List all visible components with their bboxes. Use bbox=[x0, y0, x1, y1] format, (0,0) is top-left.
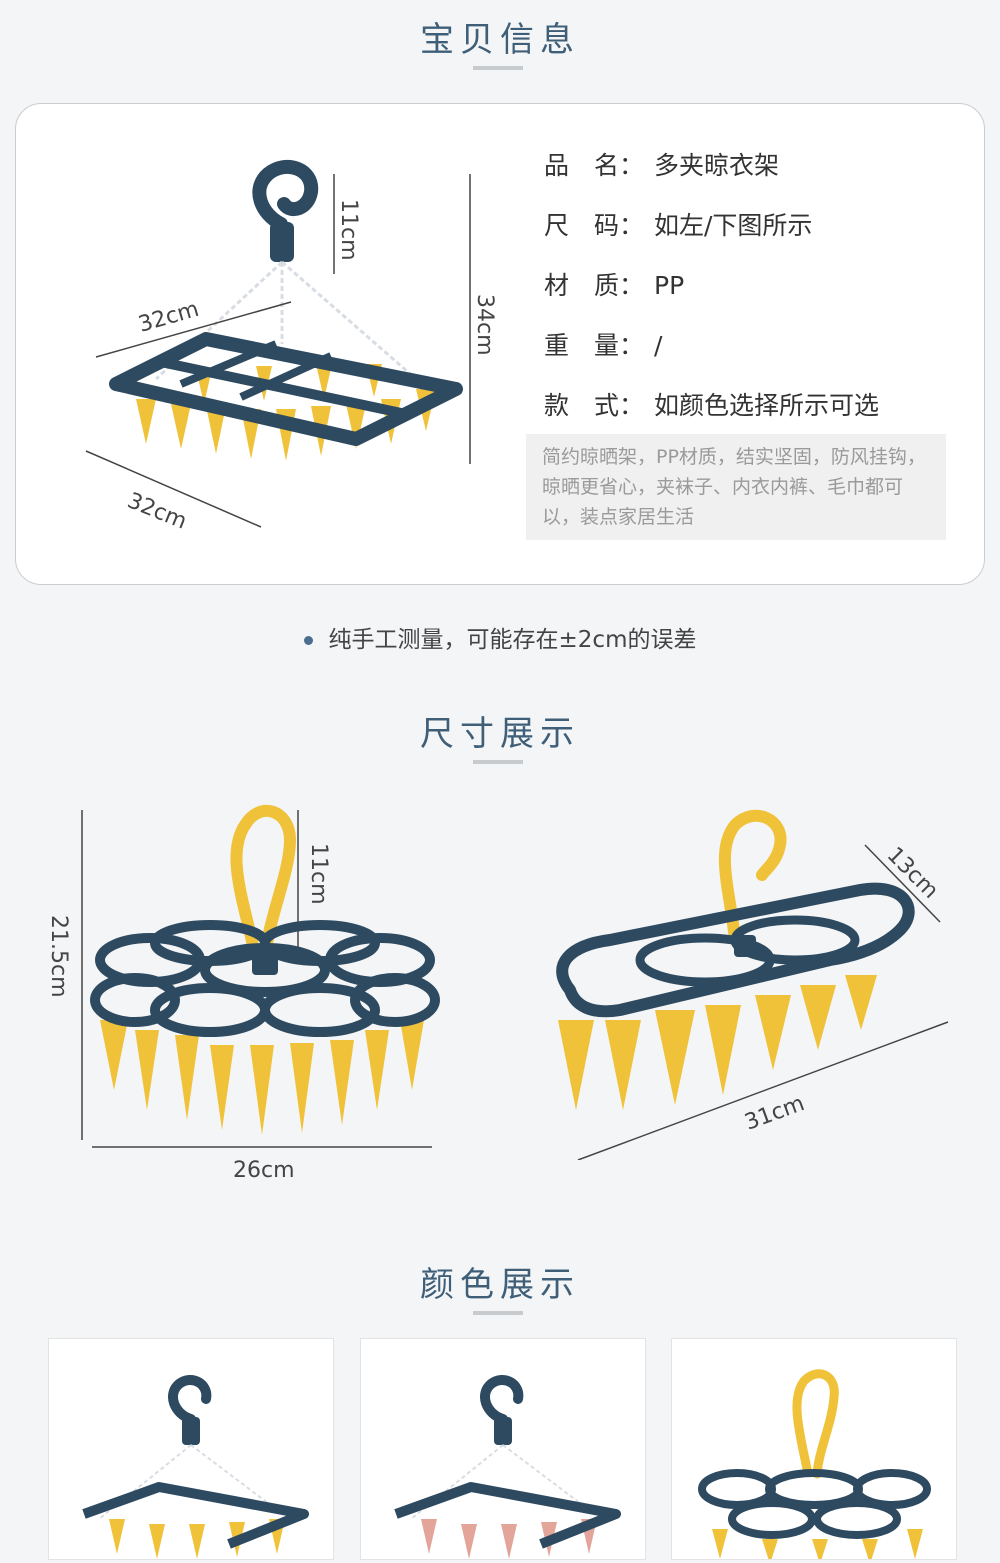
spec-size: 尺 码：如左/下图所示 bbox=[544, 211, 813, 240]
dim-top-label: 32cm bbox=[136, 297, 202, 338]
flower-hanger-dimensions: 21.5cm 11cm 26cm bbox=[46, 804, 440, 1183]
title-divider bbox=[473, 760, 523, 764]
hanger-thumbnail bbox=[82, 1375, 309, 1559]
section-title-color: 颜色展示 bbox=[420, 1265, 580, 1305]
section-title-size: 尺寸展示 bbox=[420, 714, 580, 754]
title-divider bbox=[473, 66, 523, 70]
product-info-card: 32cm 32cm 11cm 34cm 品 名：多夹晾衣架 尺 码：如左/下图所… bbox=[15, 103, 985, 585]
hanger-thumbnail bbox=[698, 1369, 931, 1563]
section-title-info: 宝贝信息 bbox=[420, 20, 580, 60]
oval-hanger-dimensions: 13cm 31cm bbox=[556, 809, 949, 1160]
spec-name: 品 名：多夹晾衣架 bbox=[544, 151, 780, 180]
spec-material: 材 质：PP bbox=[544, 271, 685, 300]
dim-width-label: 26cm bbox=[233, 1158, 295, 1183]
dim-length-label: 31cm bbox=[742, 1091, 808, 1136]
dim-hook-label: 11cm bbox=[336, 199, 361, 261]
color-option-yellow-clips[interactable] bbox=[48, 1338, 334, 1560]
title-divider bbox=[473, 1311, 523, 1315]
square-hanger-image: 32cm 32cm 11cm 34cm bbox=[85, 159, 497, 535]
dim-height-label: 34cm bbox=[472, 294, 497, 356]
bullet-icon bbox=[303, 636, 313, 645]
color-option-pink-clips[interactable] bbox=[360, 1338, 646, 1560]
product-description: 简约晾晒架，PP材质，结实坚固，防风挂钩，晾晒更省心，夹袜子、内衣内裤、毛巾都可… bbox=[526, 434, 946, 540]
color-option-flower-hanger[interactable] bbox=[671, 1338, 957, 1563]
dim-bottom-label: 32cm bbox=[124, 488, 190, 534]
spec-weight: 重 量：/ bbox=[544, 331, 663, 360]
measure-note: 纯手工测量，可能存在±2cm的误差 bbox=[0, 620, 1000, 654]
dim-hook-label: 11cm bbox=[306, 843, 331, 905]
spec-style: 款 式：如颜色选择所示可选 bbox=[544, 391, 880, 420]
hanger-thumbnail bbox=[394, 1375, 621, 1559]
dim-height-label: 21.5cm bbox=[46, 915, 71, 998]
